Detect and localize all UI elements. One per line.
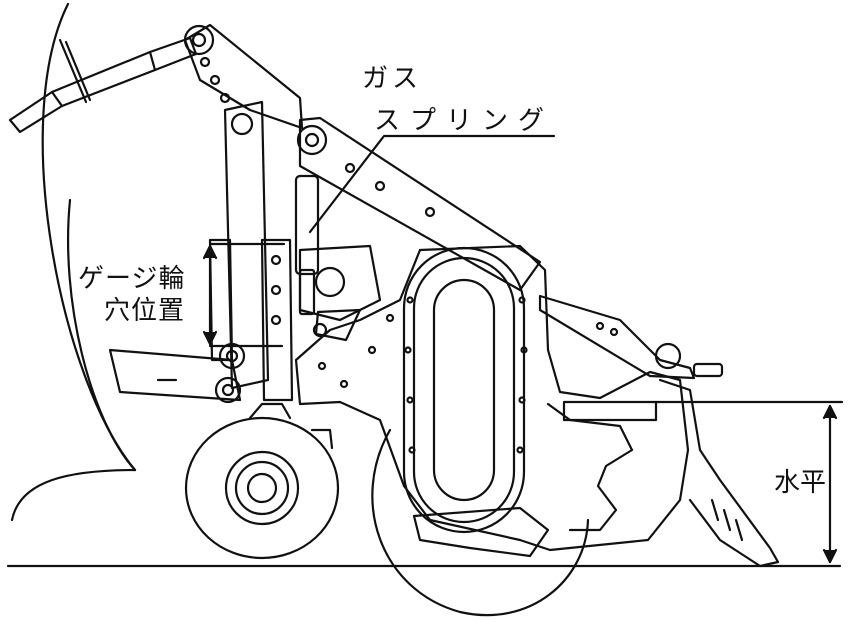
level-reference-plate [562,400,658,422]
gearbox [298,244,382,342]
skid-plate [412,506,550,558]
horizontal-label: 水平 [774,468,827,498]
rotor-sweep-arc [371,428,590,617]
gas-spring-label-line1: ガス [362,64,423,94]
rear-link [538,294,724,380]
gas-spring-label-line2: スプリング [374,106,555,136]
main-frame [183,23,542,292]
top-link [8,24,215,134]
gauge-wheel-label-line2: 穴位置 [104,296,186,326]
rear-cover [546,402,634,532]
gas-spring-leader [308,134,556,234]
gauge-position-dimension [202,242,286,348]
gear-case [294,244,690,552]
chain-case [402,246,528,534]
tractor-tire-inner [67,198,137,472]
gauge-wheel-label-line1: ゲージ輪 [78,264,186,294]
lower-link [108,342,246,404]
tail-board [658,378,780,568]
mast [208,100,294,402]
gauge-wheel [184,402,340,560]
horizontal-dimension [654,400,844,564]
